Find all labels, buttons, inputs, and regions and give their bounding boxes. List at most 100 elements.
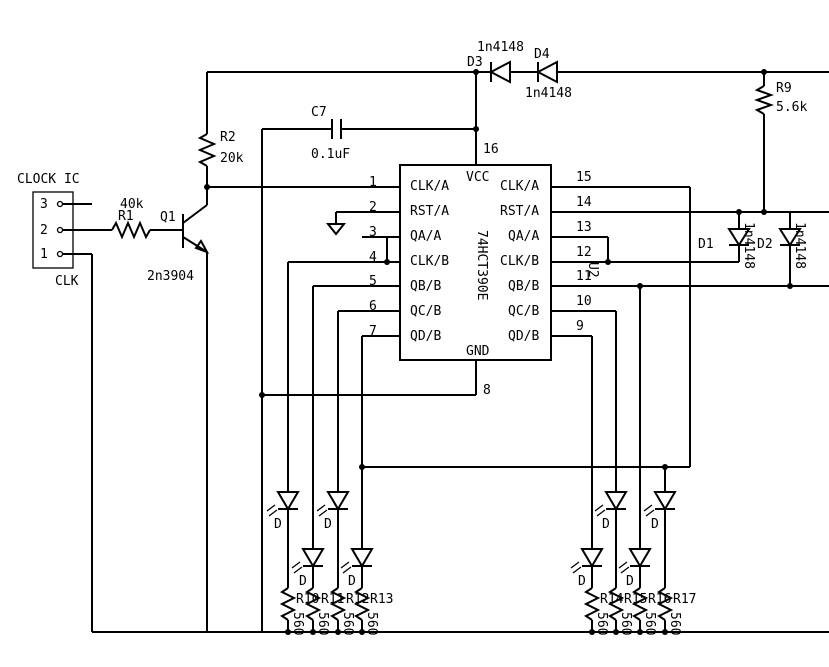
led-emission-arrow-7 bbox=[618, 561, 628, 569]
ic-ref-label: U2 bbox=[585, 262, 600, 278]
resistor-ref-4: R13 bbox=[370, 592, 393, 607]
led-label-4: D bbox=[348, 574, 356, 589]
led-label-2: D bbox=[299, 574, 307, 589]
ground-junction-5 bbox=[589, 629, 595, 635]
ic-pin-15: 15 bbox=[576, 170, 592, 185]
ic-left-name-5: QB/B bbox=[410, 279, 441, 294]
transistor-q1: Q1 2n3904 bbox=[147, 204, 210, 284]
ic-pin-7: 7 bbox=[369, 324, 377, 339]
ic-pin-4: 4 bbox=[369, 250, 377, 265]
led-label-7: D bbox=[626, 574, 634, 589]
ic-pin-9: 9 bbox=[576, 319, 584, 334]
led-resistor-array: D560R10D560R11D560R12D560R13D560R14D560R… bbox=[266, 262, 696, 635]
ic-gnd-label: GND bbox=[466, 344, 490, 359]
led-label-1: D bbox=[274, 517, 282, 532]
ic-left-name-6: QC/B bbox=[410, 304, 441, 319]
c7-ref: C7 bbox=[311, 105, 327, 120]
resistor-value-3: 560 bbox=[340, 612, 355, 635]
ic-left-name-2: RST/A bbox=[410, 204, 449, 219]
d2-part: 1n4148 bbox=[792, 222, 807, 269]
q1-ref: Q1 bbox=[160, 210, 176, 225]
resistor-value-6: 560 bbox=[618, 612, 633, 635]
resistor-r1: 40k R1 bbox=[63, 197, 182, 240]
d3-part: 1n4148 bbox=[477, 40, 524, 55]
led-8 bbox=[653, 491, 677, 511]
ic-pin-13: 13 bbox=[576, 220, 592, 235]
ic-pin-3: 3 bbox=[369, 225, 377, 240]
r1-ref: R1 bbox=[118, 209, 134, 224]
ic-pin-6: 6 bbox=[369, 299, 377, 314]
led-emission-arrow-3 bbox=[316, 504, 326, 512]
ic-74hct390e: 16 VCC GND 8 74HCT390E CLK/A RST/A QA/A … bbox=[399, 142, 552, 398]
ic-left-name-4: CLK/B bbox=[410, 254, 449, 269]
ground-junction-2 bbox=[310, 629, 316, 635]
ic-right-name-9: QD/B bbox=[508, 329, 539, 344]
resistor-4 bbox=[353, 587, 371, 621]
led-emission-arrow-1 bbox=[266, 504, 276, 512]
ground-junction-8 bbox=[662, 629, 668, 635]
led-6 bbox=[604, 491, 628, 511]
led-7 bbox=[628, 548, 652, 568]
led-emission-arrow-2 bbox=[291, 561, 301, 569]
resistor-5 bbox=[583, 587, 601, 621]
led-emission-arrow-4 bbox=[340, 561, 350, 569]
led-emission-arrow-6 bbox=[594, 504, 604, 512]
led-emission-arrow-8 bbox=[643, 504, 653, 512]
led-emission-arrow-7 bbox=[620, 566, 630, 574]
led-emission-arrow-6 bbox=[596, 509, 606, 517]
d4-ref: D4 bbox=[534, 47, 550, 62]
resistor-value-4: 560 bbox=[364, 612, 379, 635]
d4-part: 1n4148 bbox=[525, 86, 572, 101]
r9-value: 5.6k bbox=[776, 100, 807, 115]
connector-pin-3: 3 bbox=[40, 197, 48, 212]
ground-junction-7 bbox=[637, 629, 643, 635]
ic-pin-1: 1 bbox=[369, 175, 377, 190]
resistor-value-2: 560 bbox=[315, 612, 330, 635]
ic-right-name-12: CLK/B bbox=[500, 254, 539, 269]
ic-left-name-7: QD/B bbox=[410, 329, 441, 344]
ic-part-label: 74HCT390E bbox=[474, 230, 489, 300]
ground-junction-1 bbox=[285, 629, 291, 635]
led-label-8: D bbox=[651, 517, 659, 532]
resistor-value-7: 560 bbox=[642, 612, 657, 635]
resistor-ref-8: R17 bbox=[673, 592, 696, 607]
resistor-3 bbox=[329, 587, 347, 621]
led-emission-arrow-5 bbox=[570, 561, 580, 569]
led-emission-arrow-2 bbox=[293, 566, 303, 574]
d1-part: 1n4148 bbox=[741, 222, 756, 269]
connector-pin-1: 1 bbox=[40, 247, 48, 262]
ic-pin-11: 11 bbox=[576, 269, 592, 284]
diode-d2: D2 1n4148 bbox=[736, 209, 807, 286]
clk-label: CLK bbox=[55, 274, 79, 289]
led-1 bbox=[276, 491, 300, 511]
resistor-value-5: 560 bbox=[594, 612, 609, 635]
resistor-value-8: 560 bbox=[667, 612, 682, 635]
resistor-7 bbox=[631, 587, 649, 621]
ic-pin-2: 2 bbox=[369, 200, 377, 215]
ic-vcc-label: VCC bbox=[466, 170, 489, 185]
led-3 bbox=[326, 491, 350, 511]
ground-junction-3 bbox=[335, 629, 341, 635]
capacitor-c7: C7 0.1uF bbox=[262, 105, 476, 162]
r1-value: 40k bbox=[120, 197, 144, 212]
led-emission-arrow-5 bbox=[572, 566, 582, 574]
ic-right-name-14: RST/A bbox=[500, 204, 539, 219]
led-emission-arrow-4 bbox=[342, 566, 352, 574]
diode-d3: D3 1n4148 bbox=[467, 40, 538, 84]
ic-right-name-11: QB/B bbox=[508, 279, 539, 294]
ground-junction-6 bbox=[613, 629, 619, 635]
diode-d1: D1 1n4148 bbox=[698, 212, 756, 269]
ic-right-name-10: QC/B bbox=[508, 304, 539, 319]
ic-gnd-pin: 8 bbox=[483, 383, 491, 398]
led-label-5: D bbox=[578, 574, 586, 589]
d3-ref: D3 bbox=[467, 55, 483, 70]
resistor-r2: R2 20k bbox=[197, 130, 244, 167]
resistor-1 bbox=[279, 587, 297, 621]
d2-ref: D2 bbox=[757, 237, 773, 252]
c7-value: 0.1uF bbox=[311, 147, 350, 162]
r9-ref: R9 bbox=[776, 81, 792, 96]
ic-pin-14: 14 bbox=[576, 195, 592, 210]
connector-pin-2: 2 bbox=[40, 223, 48, 238]
r2-ref: R2 bbox=[220, 130, 236, 145]
